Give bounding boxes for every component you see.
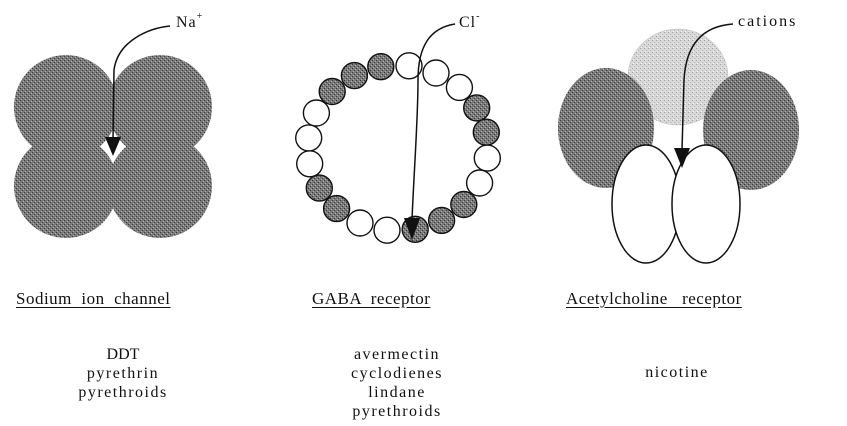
gaba-subunit bbox=[473, 119, 499, 145]
gaba-subunit bbox=[306, 175, 332, 201]
gaba-flow-arrow bbox=[412, 24, 455, 220]
gaba-subunit bbox=[429, 207, 455, 233]
gaba-subunit bbox=[474, 145, 500, 171]
gaba-subunit bbox=[319, 79, 345, 105]
gaba-subunit bbox=[451, 192, 477, 218]
sodium-subunit-bottom-right bbox=[108, 134, 212, 238]
acetylcholine-drug-list: nicotine bbox=[612, 363, 742, 382]
sodium-channel-title: Sodium ion channel bbox=[16, 289, 170, 309]
sodium-channel-drug-list: DDT pyrethrin pyrethroids bbox=[48, 345, 198, 402]
gaba-subunit bbox=[324, 196, 350, 222]
sodium-arrow-head bbox=[105, 137, 121, 156]
acetylcholine-receptor-title: Acetylcholine receptor bbox=[566, 289, 742, 309]
gaba-subunit bbox=[303, 100, 329, 126]
gaba-receptor-graphic bbox=[296, 53, 501, 243]
drug-item: pyrethrin bbox=[48, 364, 198, 383]
acetylcholine-receptor-graphic bbox=[558, 24, 799, 263]
gaba-subunit bbox=[467, 170, 493, 196]
drug-item: avermectin bbox=[317, 345, 477, 364]
ach-subunit-bottom-left bbox=[612, 145, 680, 263]
gaba-receptor-title: GABA receptor bbox=[312, 289, 430, 309]
chloride-ion-label: Cl- bbox=[459, 14, 480, 32]
drug-item: nicotine bbox=[612, 363, 742, 382]
sodium-subunit-bottom-left bbox=[14, 134, 118, 238]
drug-item: lindane bbox=[317, 383, 477, 402]
cations-label: cations bbox=[738, 13, 797, 31]
gaba-subunit bbox=[423, 60, 449, 86]
gaba-subunit bbox=[296, 125, 322, 151]
gaba-subunit bbox=[368, 54, 394, 80]
drug-item: pyrethroids bbox=[317, 402, 477, 421]
drug-item: pyrethroids bbox=[48, 383, 198, 402]
gaba-subunit bbox=[297, 151, 323, 177]
gaba-receptor-drug-list: avermectin cyclodienes lindane pyrethroi… bbox=[317, 345, 477, 421]
sodium-ion-label: Na+ bbox=[176, 14, 203, 32]
gaba-subunit bbox=[446, 74, 472, 100]
drug-item: cyclodienes bbox=[317, 364, 477, 383]
drug-item: DDT bbox=[48, 345, 198, 364]
gaba-subunit bbox=[374, 217, 400, 243]
gaba-subunit bbox=[341, 63, 367, 89]
gaba-subunit bbox=[347, 210, 373, 236]
sodium-channel-graphic bbox=[14, 26, 212, 238]
gaba-subunit bbox=[464, 95, 490, 121]
